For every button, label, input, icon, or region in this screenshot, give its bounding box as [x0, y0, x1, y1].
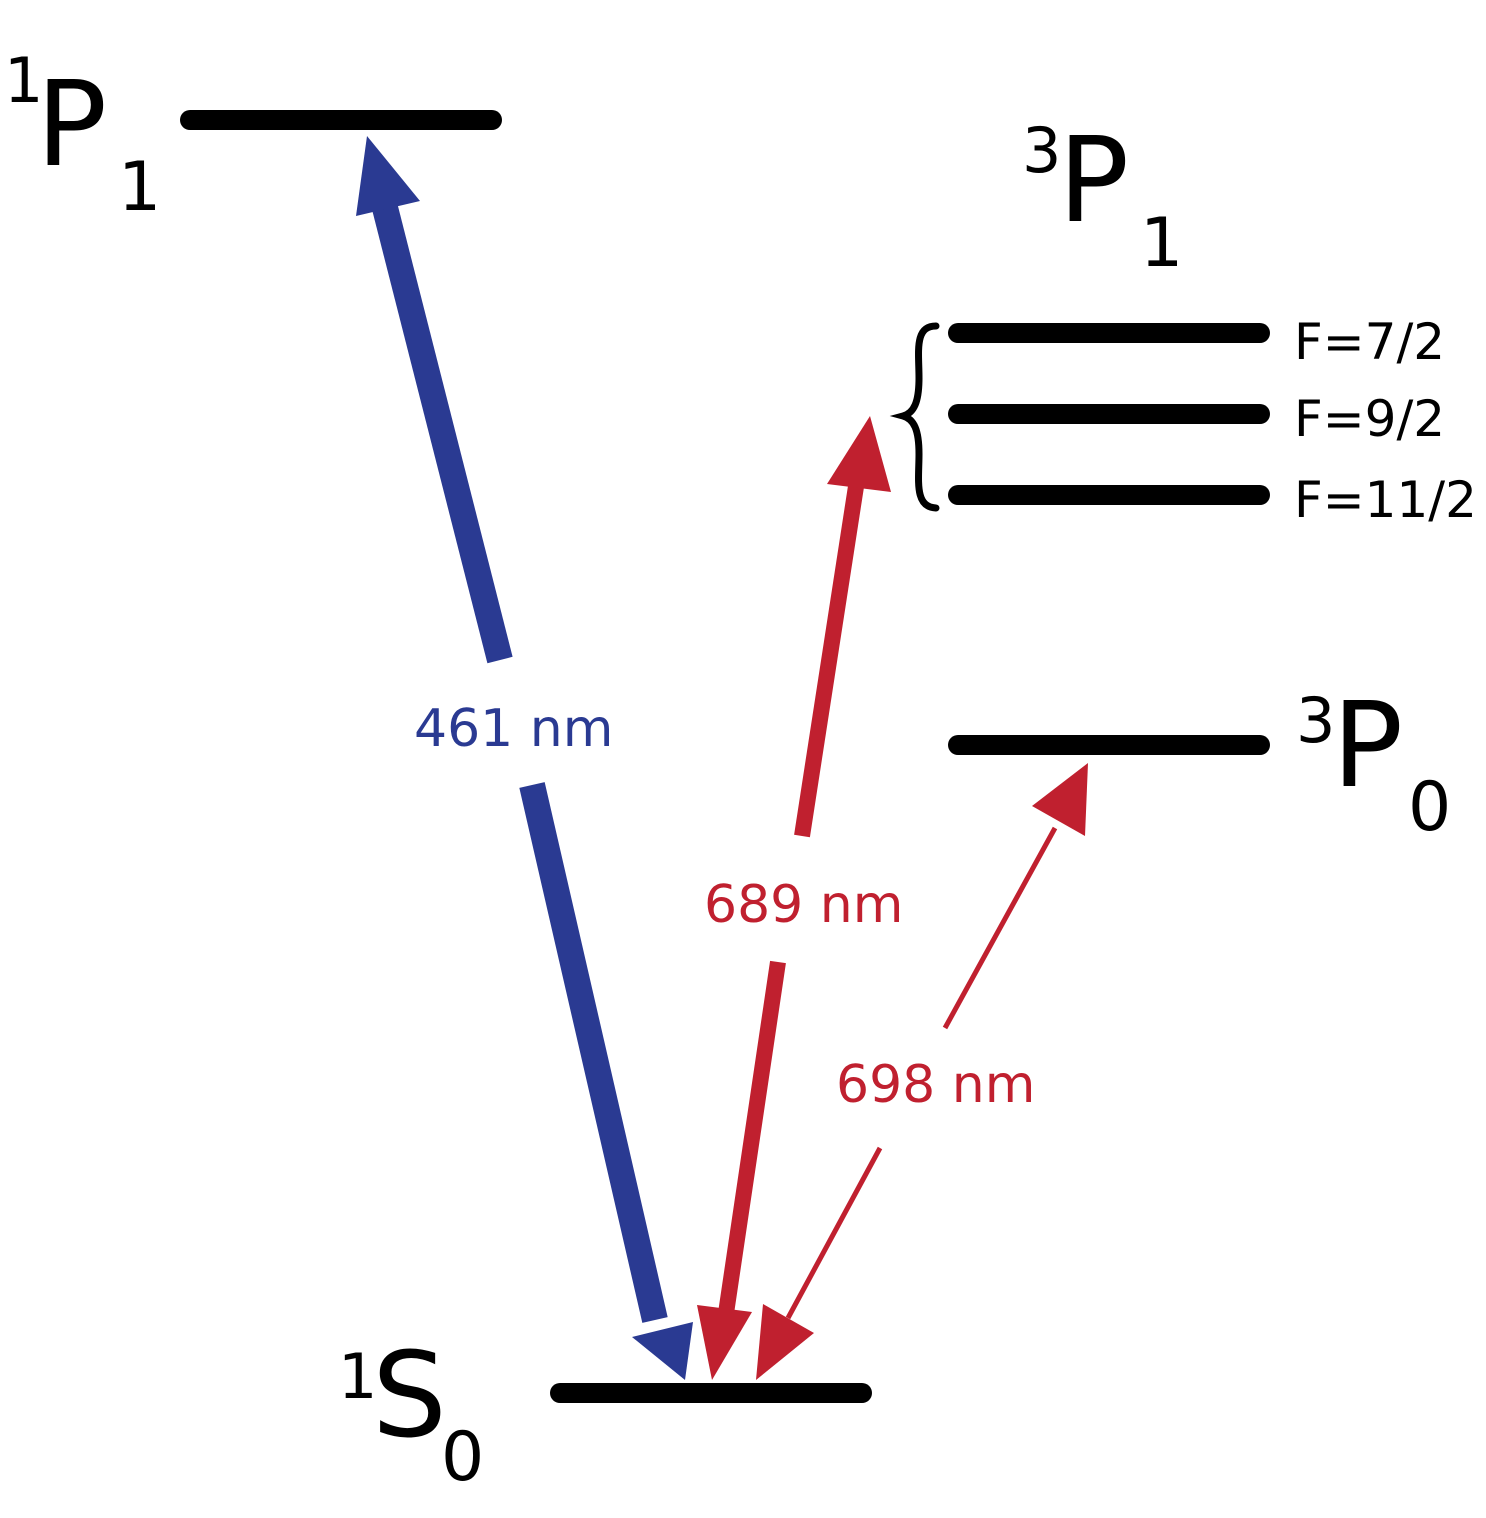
level-label-1s0: 1 S 0 — [338, 1326, 484, 1497]
level-label-3p0-sub: 0 — [1408, 768, 1451, 847]
level-label-3p1-sup: 3 — [1022, 114, 1061, 187]
level-label-3p1-main: P — [1058, 111, 1129, 249]
level-label-1p1-sup: 1 — [4, 44, 43, 117]
level-label-1p1: 1 P 1 — [4, 44, 161, 227]
level-label-3p0-sup: 3 — [1296, 684, 1335, 757]
level-label-3p0-main: P — [1332, 676, 1403, 814]
level-label-1s0-sup: 1 — [338, 1340, 377, 1413]
level-label-3p0: 3 P 0 — [1296, 676, 1451, 847]
level-label-3p1-sub: 1 — [1140, 204, 1183, 283]
hyperfine-label-f11-2: F=11/2 — [1294, 471, 1477, 529]
hyperfine-label-f7-2: F=7/2 — [1294, 313, 1445, 371]
hyperfine-label-f9-2: F=9/2 — [1294, 390, 1445, 448]
level-label-1p1-main: P — [36, 55, 107, 193]
hyperfine-brace — [889, 322, 940, 512]
level-label-1s0-sub: 0 — [441, 1418, 484, 1497]
transition-698nm-arrow — [756, 763, 1088, 1380]
level-label-1p1-sub: 1 — [118, 148, 161, 227]
wavelength-label-461nm: 461 nm — [414, 699, 613, 759]
level-label-3p1: 3 P 1 — [1022, 111, 1183, 283]
wavelength-label-689nm: 689 nm — [704, 875, 903, 935]
transition-689nm-arrow — [697, 416, 891, 1380]
level-label-1s0-main: S — [372, 1326, 447, 1464]
transition-461nm-arrow — [356, 136, 693, 1380]
wavelength-label-698nm: 698 nm — [836, 1055, 1035, 1115]
